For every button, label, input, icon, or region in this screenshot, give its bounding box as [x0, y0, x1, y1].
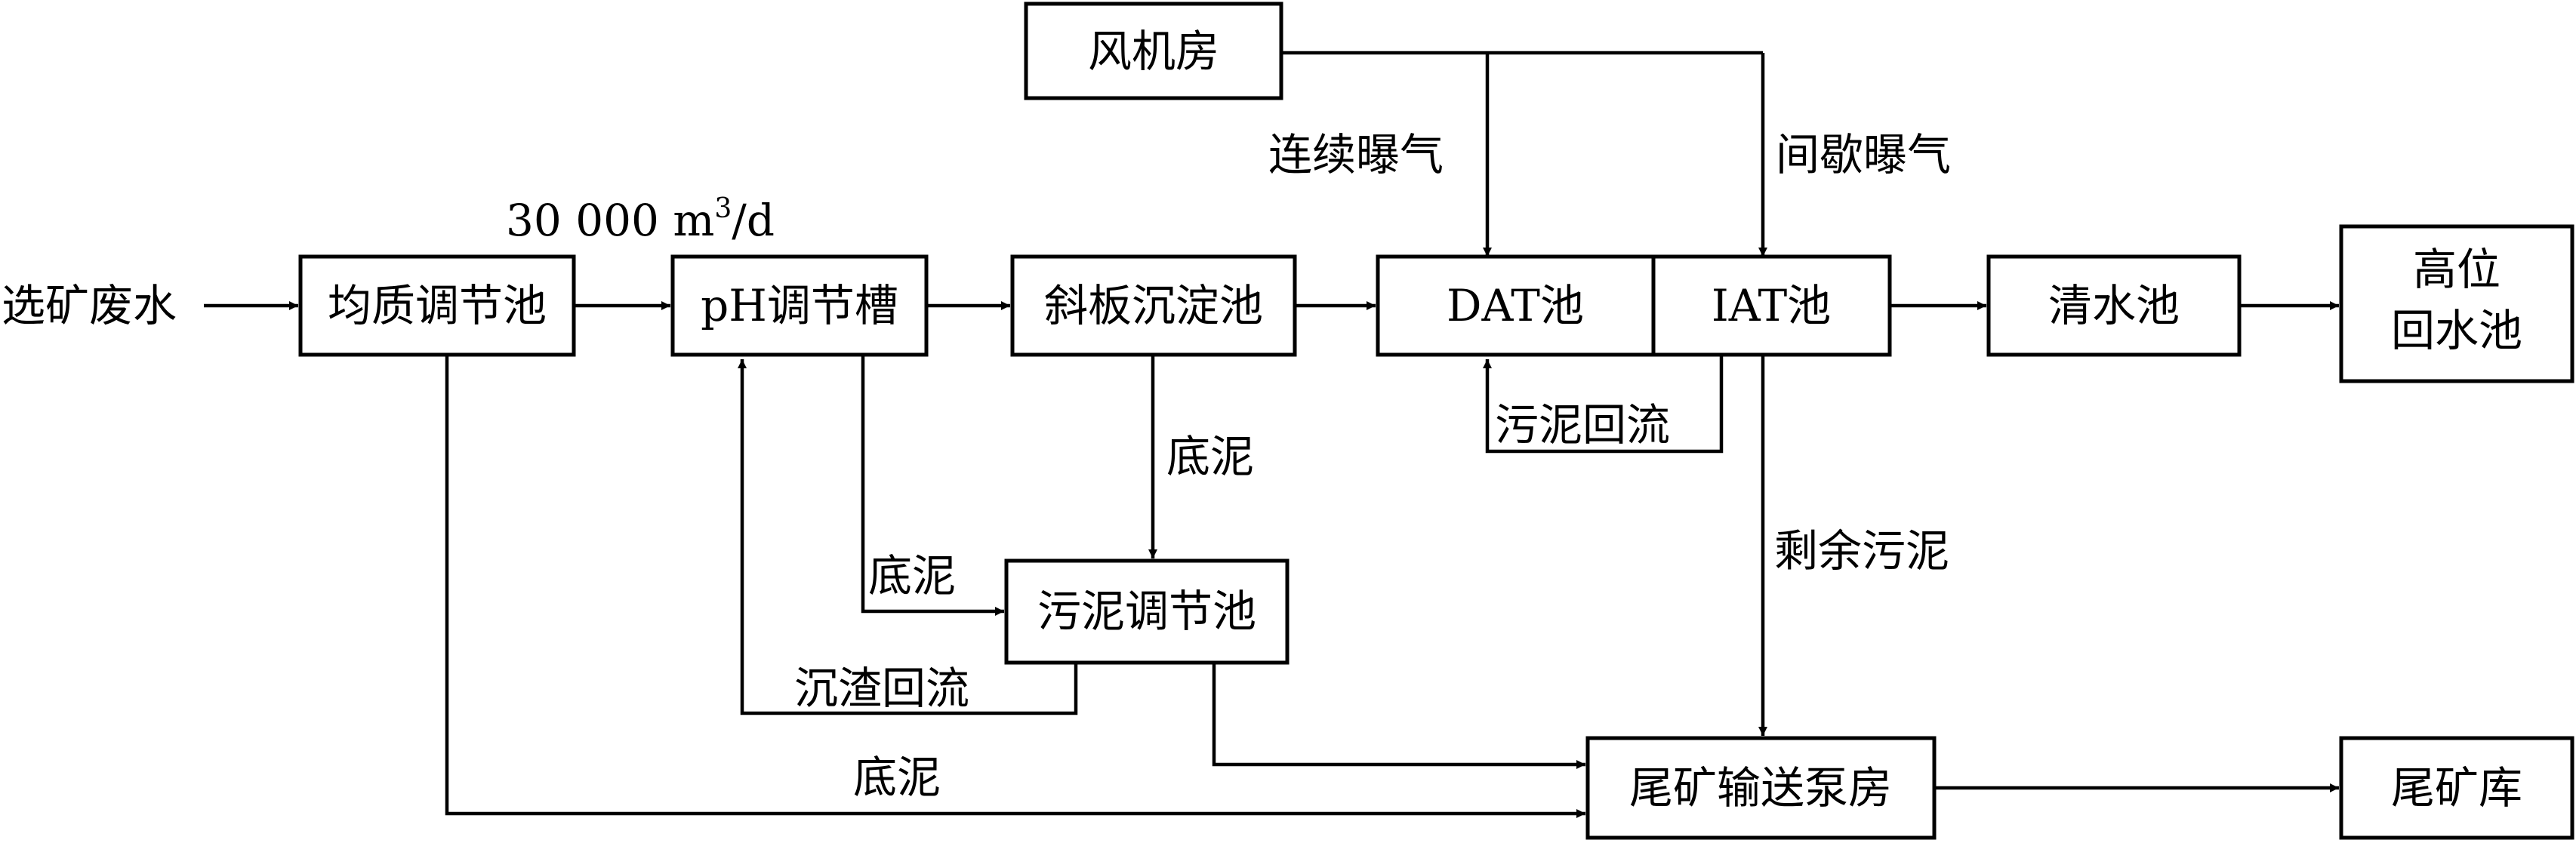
- node-equalization: 均质调节池: [298, 254, 576, 357]
- node-ph-tank: pH调节槽: [670, 254, 929, 357]
- equalization-bottom-sludge-label: 底泥: [853, 752, 941, 803]
- node-clear-water-label: 清水池: [2048, 280, 2180, 331]
- arrow-ph-bottom-sludge: [861, 355, 1004, 616]
- node-inclined-settler: 斜板沉淀池: [1010, 254, 1297, 357]
- node-ph-tank-label: pH调节槽: [701, 280, 898, 331]
- node-dat-label: DAT池: [1447, 280, 1584, 331]
- arrow-sludge-return: [1483, 355, 1724, 454]
- node-sludge-tank-label: 污泥调节池: [1037, 586, 1256, 637]
- node-high-return: 高位 回水池: [2339, 224, 2574, 383]
- node-dat-iat: DAT池 IAT池: [1376, 254, 1892, 357]
- node-high-return-label-line2: 回水池: [2391, 305, 2522, 356]
- node-blower-label: 风机房: [1088, 26, 1219, 77]
- flow-rate-suffix: /d: [732, 195, 775, 246]
- node-high-return-label-line1: 高位: [2413, 244, 2501, 295]
- arrow-sludge-tank-to-pump: [1212, 663, 1585, 769]
- ph-bottom-sludge-label: 底泥: [868, 550, 956, 601]
- node-tailings-pond: 尾矿库: [2339, 736, 2574, 840]
- excess-sludge-label: 剩余污泥: [1774, 525, 1949, 577]
- flow-rate-label: 30 000 m3/d: [506, 193, 775, 246]
- arrow-equalization-bottom-sludge: [445, 355, 1585, 818]
- node-tailings-pond-label: 尾矿库: [2391, 762, 2522, 814]
- settler-bottom-sludge-label: 底泥: [1166, 431, 1254, 482]
- flow-rate-prefix: 30 000 m: [506, 195, 714, 246]
- continuous-aeration-label: 连续曝气: [1268, 129, 1444, 180]
- node-iat-label: IAT池: [1712, 280, 1831, 331]
- arrow-residue-return: [738, 359, 1078, 715]
- intermittent-aeration-label: 间歇曝气: [1776, 129, 1951, 180]
- node-pump-house: 尾矿输送泵房: [1585, 736, 1937, 840]
- node-sludge-tank: 污泥调节池: [1004, 558, 1290, 665]
- sludge-return-label: 污泥回流: [1495, 399, 1670, 451]
- node-inclined-settler-label: 斜板沉淀池: [1044, 280, 1263, 331]
- node-equalization-label: 均质调节池: [328, 280, 547, 331]
- node-pump-house-label: 尾矿输送泵房: [1629, 762, 1892, 814]
- node-clear-water: 清水池: [1986, 254, 2242, 357]
- node-blower: 风机房: [1024, 2, 1283, 100]
- connectors: [204, 51, 2339, 818]
- residue-return-label: 沉渣回流: [794, 663, 969, 714]
- input-label: 选矿废水: [2, 280, 177, 331]
- flow-rate-superscript: 3: [714, 193, 732, 224]
